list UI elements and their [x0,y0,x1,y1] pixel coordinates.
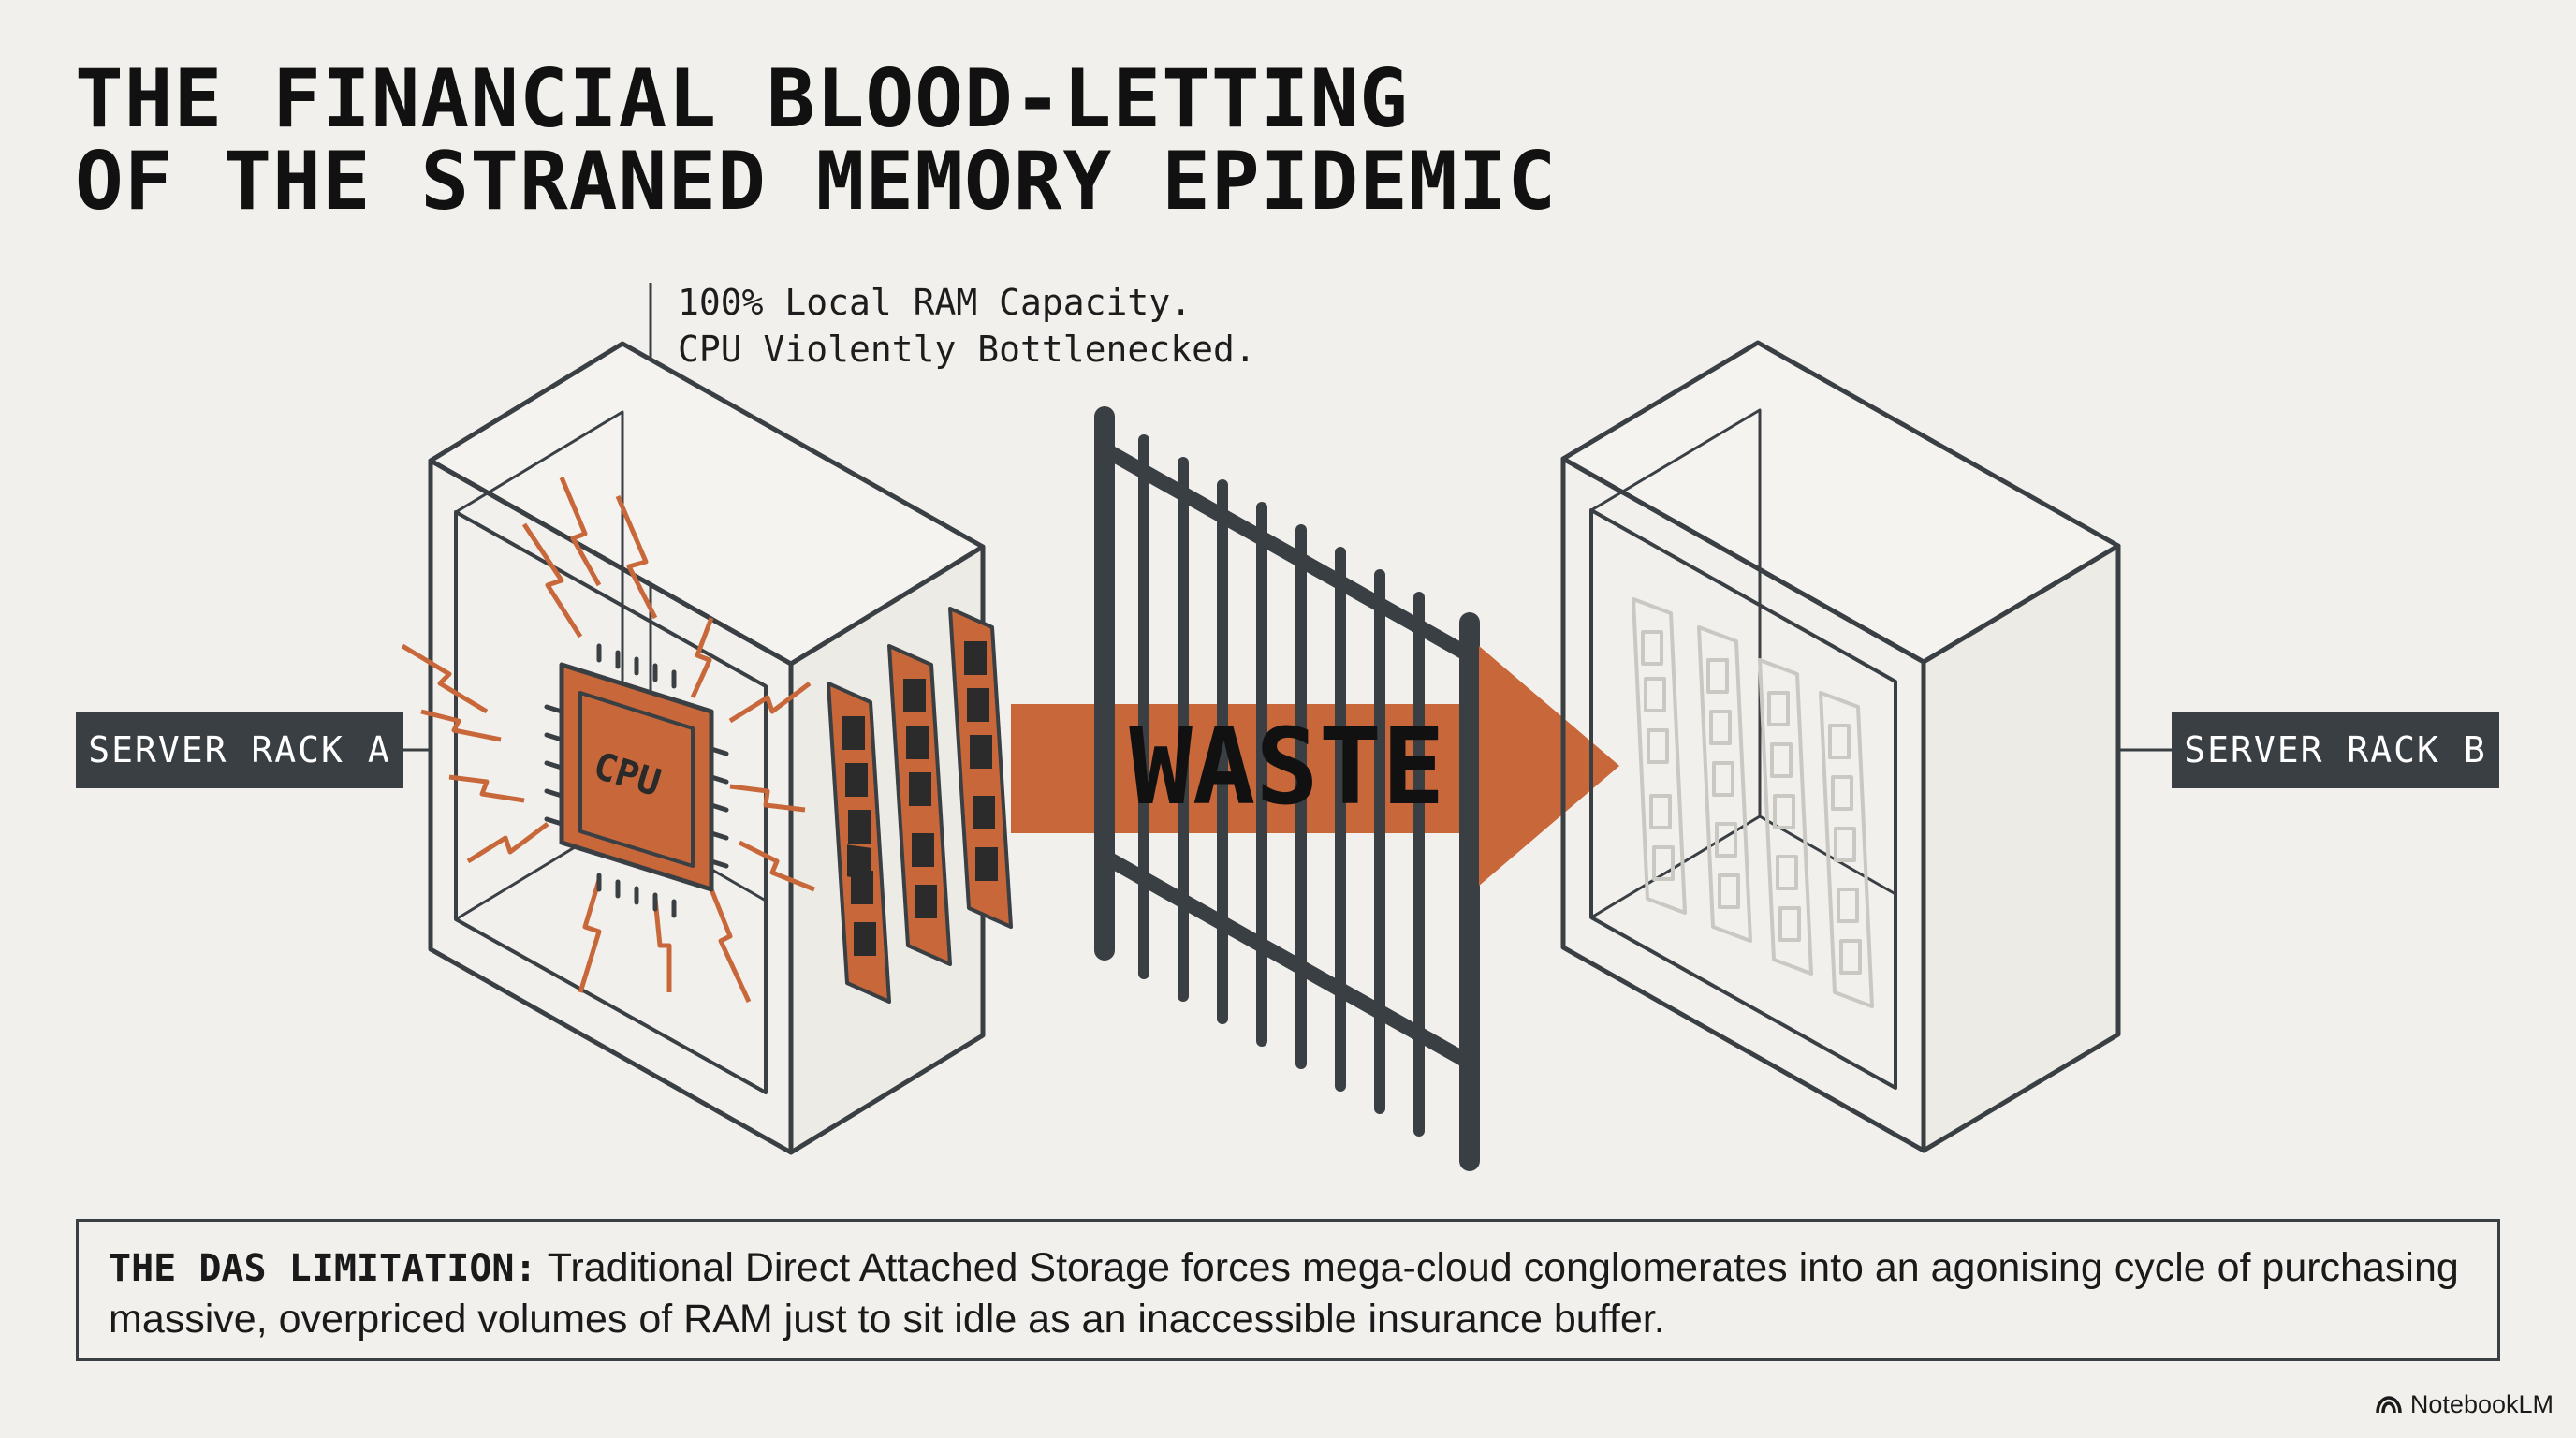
idle-ram-sticks-rack-b [1632,597,1874,1008]
server-rack-b-label: SERVER RACK B [2172,712,2499,788]
brand-name: NotebookLM [2409,1390,2554,1418]
title-line-1: THE FINANCIAL BLOOD-LETTING [75,52,1409,146]
das-limitation-box: THE DAS LIMITATION: Traditional Direct A… [76,1219,2500,1361]
das-limitation-lead: THE DAS LIMITATION: [109,1247,537,1290]
page-title: THE FINANCIAL BLOOD-LETTING OF THE STRAN… [75,58,1557,223]
callout-annotation: 100% Local RAM Capacity. CPU Violently B… [678,279,1256,373]
server-rack-a-label: SERVER RACK A [76,712,403,788]
lightning-bolts [401,477,815,1004]
cpu-chip [544,643,729,918]
waste-arrow-tip [1479,646,1619,886]
notebooklm-brand: NotebookLM [2375,1390,2554,1419]
barrier-gate [1094,406,1480,1171]
callout-line-1: 100% Local RAM Capacity. [678,282,1193,323]
waste-label: WASTE [1129,707,1444,829]
ram-chips-rack-a [842,641,998,956]
notebooklm-logo-icon [2376,1395,2402,1413]
callout-line-2: CPU Violently Bottlenecked. [678,329,1256,370]
server-rack-b [1560,340,2121,1153]
title-line-2: OF THE STRANED MEMORY EPIDEMIC [75,135,1558,228]
das-limitation-text: Traditional Direct Attached Storage forc… [109,1245,2459,1342]
